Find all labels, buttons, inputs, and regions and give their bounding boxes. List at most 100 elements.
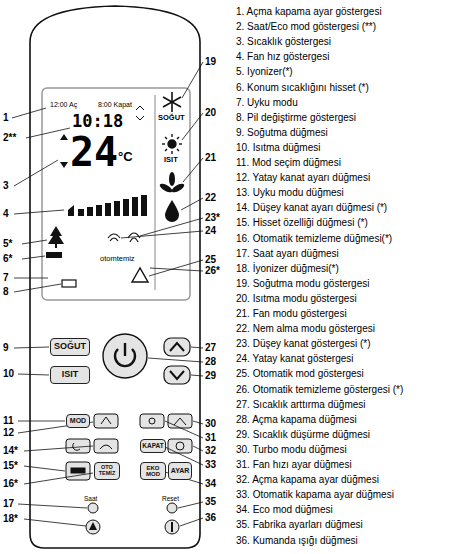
lcd-temperature: 24	[70, 130, 118, 174]
button-text: EKO MOD	[141, 465, 165, 478]
temp-arrows	[60, 134, 68, 168]
remote-button: SOĞUT	[50, 338, 90, 356]
remote-button: MOD	[66, 414, 90, 428]
callout-number: 10	[3, 368, 14, 379]
legend-list-item: 30. Turbo modu düğmesi	[236, 444, 347, 455]
legend-list-item: 9. Soğutma düğmesi	[236, 127, 328, 138]
button-text: SOĞUT	[54, 342, 86, 351]
ionizer-button	[86, 520, 100, 534]
snowflake-icon	[163, 92, 181, 112]
drop-icon	[165, 200, 179, 222]
button-caption: Saat	[84, 495, 97, 502]
button-text: ISIT	[62, 370, 79, 379]
callout-number: 3	[3, 180, 9, 191]
callout-number: 36	[205, 512, 216, 523]
remote-button: EKO MOD	[140, 462, 166, 480]
callout-number: 18*	[3, 513, 18, 524]
callout-number: 11	[3, 415, 14, 426]
battery-icon	[62, 280, 76, 287]
legend-list-item: 3. Sıcaklık göstergesi	[236, 36, 331, 47]
callout-number: 8	[3, 286, 9, 297]
legend-list-item: 27. Sıcaklık arttırma düğmesi	[236, 399, 366, 410]
legend-list-item: 17. Saat ayarı düğmesi	[236, 248, 339, 259]
power-button	[103, 334, 147, 378]
button-text: MOD	[70, 417, 86, 424]
legend-list-item: 22. Nem alma modu göstergesi	[236, 323, 375, 334]
legend-list-item: 29. Sıcaklık düşürme düğmesi	[236, 429, 370, 440]
callout-number: 9	[3, 342, 9, 353]
legend-list-item: 11. Mod seçim düğmesi	[236, 157, 341, 168]
callout-number: 7	[3, 272, 9, 283]
callout-number: 24	[205, 225, 216, 236]
callout-number: 14*	[3, 445, 18, 456]
remote-button: ISIT	[50, 366, 90, 384]
callout-number: 32	[205, 445, 216, 456]
legend-list-item: 16. Otomatik temizleme düğmesi(*)	[236, 233, 392, 244]
clock-button	[88, 503, 98, 513]
legend-list-item: 28. Açma kapama düğmesi	[236, 414, 357, 425]
callout-number: 23*	[205, 212, 220, 223]
legend-list-item: 10. Isıtma düğmesi	[236, 142, 320, 153]
legend-list-item: 5. Iyonizer(*)	[236, 66, 293, 77]
callout-number: 12	[3, 427, 14, 438]
legend-list-item: 23. Düşey kanat göstergesi (*)	[236, 338, 371, 349]
callout-number: 27	[205, 342, 216, 353]
remote-button: AYAR	[168, 462, 192, 480]
callout-number: 26*	[205, 265, 220, 276]
legend-list-item: 7. Uyku modu	[236, 97, 298, 108]
legend-list-item: 31. Fan hızı ayar düğmesi	[236, 459, 352, 470]
lcd-unit: °C	[118, 150, 133, 164]
legend-list-item: 12. Yatay kanat ayarı düğmesi	[236, 172, 370, 183]
callout-number: 22	[205, 192, 216, 203]
lcd-text: 12:00 Aç	[50, 101, 77, 109]
callout-number: 15*	[3, 460, 18, 471]
legend-list-item: 24. Yatay kanat göstergesi	[236, 353, 354, 364]
icon-buttons	[66, 414, 192, 480]
reset-button	[167, 503, 177, 513]
legend-list-item: 8. Pil değiştirme göstergesi	[236, 112, 356, 123]
callout-number: 5*	[3, 238, 12, 249]
fan-icon	[158, 172, 185, 194]
clock-arrows	[136, 106, 144, 120]
legend-list-item: 13. Uyku modu düğmesi	[236, 187, 344, 198]
callout-number: 2**	[3, 132, 16, 143]
legend-list-item: 15. Hisset özelliği düğmesi (*)	[236, 217, 368, 228]
callout-number: 29	[205, 370, 216, 381]
auto-icon	[132, 268, 148, 282]
fan-speed-bars	[68, 195, 147, 216]
callout-number: 21	[205, 152, 216, 163]
callout-number: 30	[205, 418, 216, 429]
feel-icon	[46, 252, 62, 258]
remote-body	[30, 6, 200, 548]
legend-list-item: 25. Otomatik mod göstergesi	[236, 368, 364, 379]
legend-list-item: 26. Otomatik temizleme göstergesi (*)	[236, 384, 403, 395]
up-button	[164, 338, 190, 356]
legend-list-item: 4. Fan hız göstergesi	[236, 51, 329, 62]
legend-list-item: 18. İyonizer düğmesi(*)	[236, 263, 339, 274]
callout-number: 31	[205, 432, 216, 443]
legend-list-item: 20. Isıtma modu göstergesi	[236, 293, 357, 304]
legend-list-item: 6. Konum sıcaklığını hisset (*)	[236, 82, 369, 93]
callout-number: 6*	[3, 253, 12, 264]
legend-list-item: 1. Açma kapama ayar göstergesi	[236, 6, 382, 17]
lcd-text: 8:00 Kapat	[98, 101, 132, 109]
callout-number: 34	[205, 478, 216, 489]
leader-lines	[12, 62, 203, 526]
callout-number: 28	[205, 356, 216, 367]
legend-list-item: 2. Saat/Eco mod göstergesi (**)	[236, 21, 376, 32]
callout-number: 16*	[3, 478, 18, 489]
button-text: KAPAT	[142, 443, 163, 450]
legend-list-item: 19. Soğutma modu göstergesi	[236, 278, 369, 289]
down-button	[164, 366, 190, 384]
callout-number: 1	[3, 112, 9, 123]
ionizer-icon	[48, 226, 64, 248]
sun-icon	[162, 134, 182, 154]
remote-button: OTO TEMİZ	[94, 462, 120, 480]
lcd-clock: 10:18	[72, 112, 123, 131]
lcd-mode-text: SOĞUT	[158, 114, 185, 122]
lcd-text: otomtemiz	[100, 255, 135, 263]
callout-number: 33	[205, 459, 216, 470]
lcd-divider	[155, 95, 156, 290]
